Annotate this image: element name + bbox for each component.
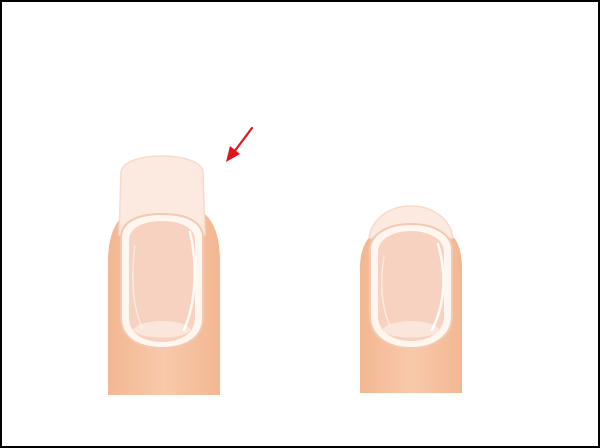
long-nail-finger bbox=[108, 156, 220, 395]
short-nail-finger bbox=[360, 206, 462, 393]
red-arrow-icon bbox=[226, 128, 252, 162]
